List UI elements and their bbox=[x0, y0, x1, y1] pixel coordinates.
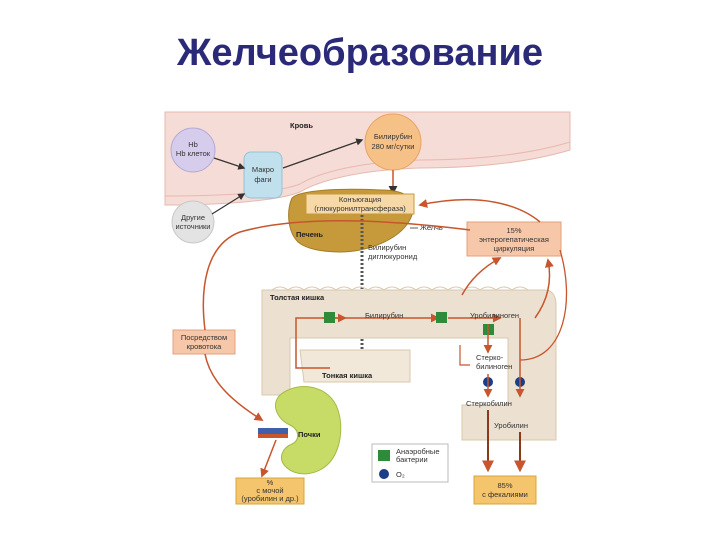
kidney-label: Почки bbox=[298, 430, 321, 439]
other-sources-label-1: Другие bbox=[181, 213, 205, 222]
urine-label-3: (уробилин и др.) bbox=[241, 494, 299, 503]
bilirubin-blood-label-1: Билирубин bbox=[374, 132, 412, 141]
hb-label-2: Hb клеток bbox=[176, 149, 211, 158]
legend-anaerobic-label-2: бактерии bbox=[396, 455, 428, 464]
page-title: Желчеобразование bbox=[177, 32, 543, 74]
urobilin-label: Уробилин bbox=[494, 421, 528, 430]
via-blood-label-1: Посредством bbox=[181, 333, 227, 342]
feces-label-2: с фекалиями bbox=[482, 490, 528, 499]
hb-label-1: Hb bbox=[188, 140, 198, 149]
bilirubin-label: Билирубин bbox=[365, 311, 403, 320]
enterohepatic-label-1: 15% bbox=[506, 226, 521, 235]
bilirubin-diglucuronide-label-1: Билирубин bbox=[368, 243, 406, 252]
blood-label: Кровь bbox=[290, 121, 313, 130]
urine-label-2: с мочой bbox=[256, 486, 283, 495]
urine-label-1: % bbox=[267, 478, 274, 487]
bile-label: Желчь bbox=[420, 223, 443, 232]
bacteria-marker-1 bbox=[324, 312, 335, 323]
bacteria-marker-2 bbox=[436, 312, 447, 323]
bilirubin-blood-label-2: 280 мг/сутки bbox=[372, 142, 415, 151]
stercobilinogen-label-1: Стерко- bbox=[476, 353, 504, 362]
enzyme-box bbox=[305, 193, 415, 215]
renal-vessels bbox=[258, 428, 288, 434]
enterohepatic-label-2: энтерогепатическая bbox=[479, 235, 549, 244]
kidney bbox=[275, 386, 342, 475]
legend-oxygen-icon bbox=[379, 469, 389, 479]
enterohepatic-box bbox=[466, 221, 562, 257]
macrophage-box bbox=[243, 151, 283, 199]
stercobilinogen-label-2: билиноген bbox=[476, 362, 512, 371]
enterohepatic-label-3: циркуляция bbox=[494, 244, 535, 253]
bilirubin-diglucuronide-label-2: диглюкуронид bbox=[368, 252, 418, 261]
feces-label-1: 85% bbox=[497, 481, 512, 490]
macrophage-label-2: фаги bbox=[254, 175, 271, 184]
urobilinogen-label: Уробилиноген bbox=[470, 311, 519, 320]
enzyme-label-1: Конъюгация bbox=[339, 195, 381, 204]
feces-box bbox=[473, 475, 537, 505]
other-sources-circle bbox=[171, 200, 215, 244]
macrophage-label-1: Макро bbox=[252, 165, 274, 174]
other-sources-label-2: источники bbox=[175, 222, 210, 231]
small-intestine-label: Тонкая кишка bbox=[322, 371, 373, 380]
stercobilin-label: Стеркобилин bbox=[466, 399, 512, 408]
legend-o2-label: O₂ bbox=[396, 470, 405, 479]
large-intestine-label: Толстая кишка bbox=[270, 293, 325, 302]
via-blood-label-2: кровотока bbox=[187, 342, 222, 351]
small-intestine bbox=[299, 349, 411, 383]
enzyme-label-2: (глюкуронилтрансфераза) bbox=[314, 204, 406, 213]
legend-anaerobic-label-1: Анаэробные bbox=[396, 447, 439, 456]
urine-box bbox=[235, 477, 305, 505]
liver-label: Печень bbox=[296, 230, 323, 239]
hb-circle bbox=[170, 127, 216, 173]
via-blood-box bbox=[172, 329, 236, 355]
legend-bacteria-icon bbox=[378, 450, 390, 461]
